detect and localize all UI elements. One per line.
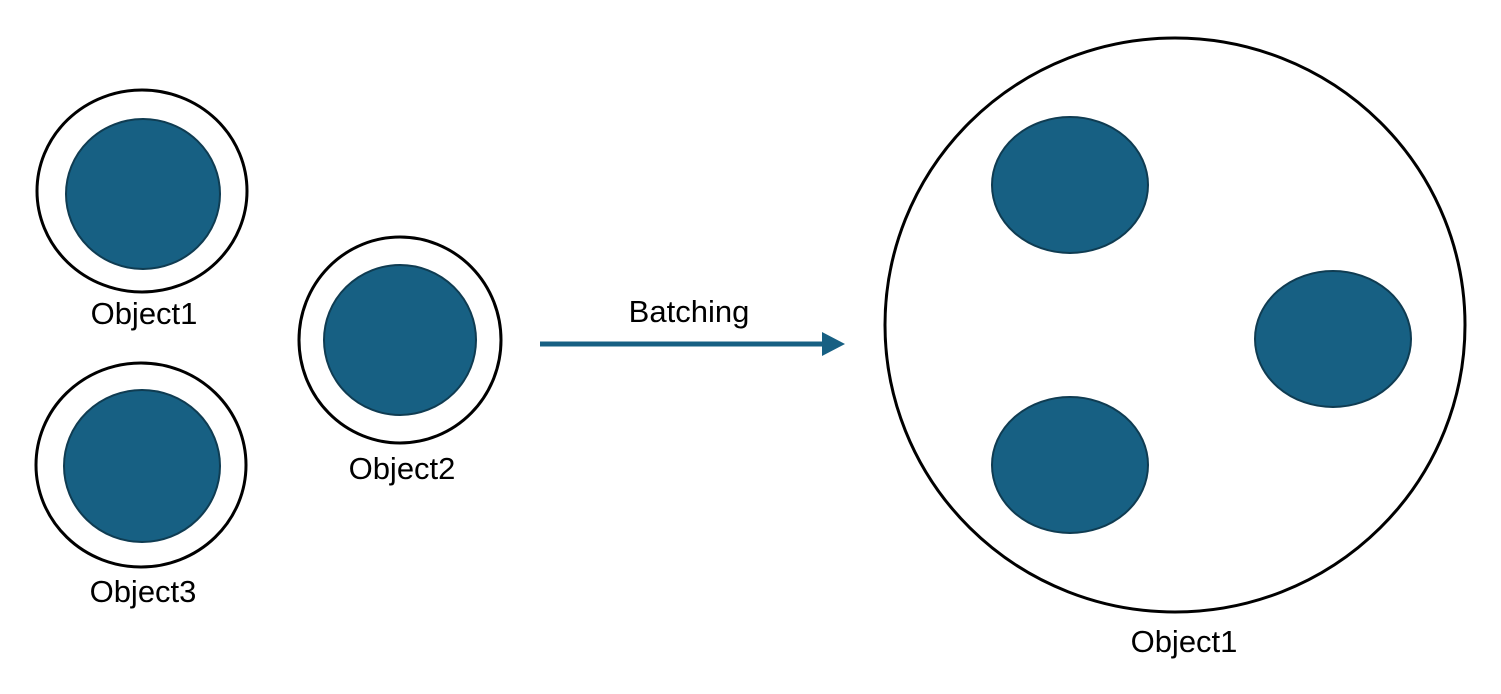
object-group-object2-middle[interactable]: Object2 [297, 235, 503, 486]
batching-arrow-group[interactable]: Batching [540, 294, 845, 356]
object2-middle-inner-circle [323, 264, 477, 416]
batching-arrow-label: Batching [629, 294, 750, 329]
object1-left-inner-circle [65, 118, 221, 270]
object2-middle-label: Object2 [349, 451, 456, 486]
batched-inner-top-left-circle [991, 116, 1149, 254]
object-group-object1-left[interactable]: Object1 [35, 88, 249, 331]
object-group-object3-left[interactable]: Object3 [34, 361, 248, 609]
object3-left-inner-circle [63, 389, 221, 543]
object1-left-label: Object1 [91, 296, 198, 331]
batched-object1-label: Object1 [1131, 624, 1238, 659]
object3-left-label: Object3 [90, 574, 197, 609]
object-group-batched-object1[interactable]: Object1 [883, 36, 1467, 659]
batched-inner-bottom-left-circle [991, 396, 1149, 534]
batching-arrow-head-icon [822, 332, 845, 356]
batched-inner-right-circle [1254, 270, 1412, 408]
